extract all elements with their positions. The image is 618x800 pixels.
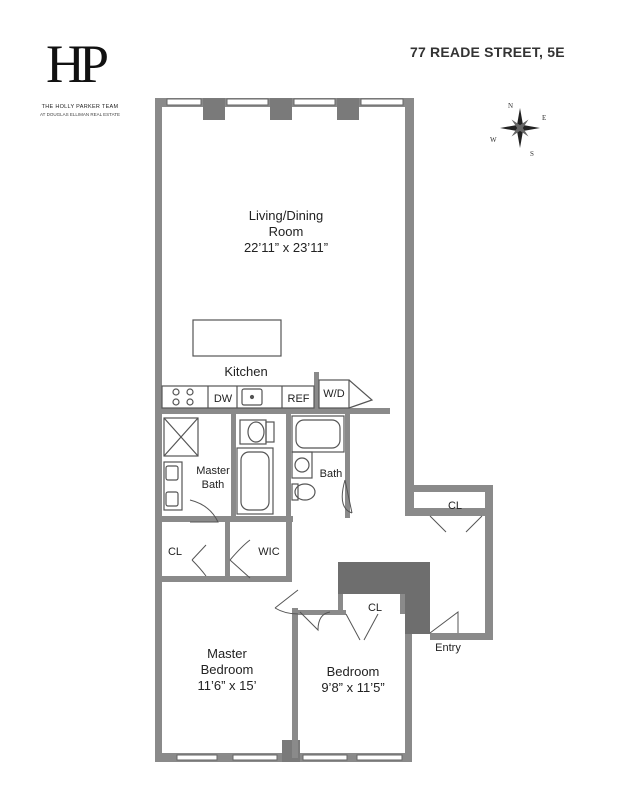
brand-team-name: THE HOLLY PARKER TEAM	[41, 104, 119, 110]
windows-top	[166, 98, 404, 106]
door-swings	[189, 479, 483, 641]
kitchen-fixtures	[161, 319, 374, 409]
living-room-label: Living/Dining Room 22’11” x 23’11”	[243, 208, 329, 255]
windows-bottom	[176, 754, 403, 761]
kitchen-label: Kitchen	[224, 364, 268, 379]
master-bedroom-label: Master Bedroom 11’6” x 15’	[197, 646, 257, 693]
bath-fixtures	[291, 415, 345, 501]
listing-address: 77 READE STREET, 5E	[410, 44, 565, 60]
compass-e: E	[542, 114, 546, 122]
washer-dryer-label: W/D	[323, 388, 345, 400]
entry-label: Entry	[435, 642, 461, 654]
bedroom-label: Bedroom 9’8” x 11’5”	[321, 664, 385, 695]
bedroom-closet-label: CL	[367, 602, 383, 614]
master-closet-label: CL	[167, 546, 183, 558]
master-bath-label: Master Bath	[196, 465, 230, 491]
compass-rose: N E S W	[490, 102, 546, 158]
compass-s: S	[530, 150, 534, 158]
kitchen-island	[192, 319, 282, 357]
exterior-walls	[155, 98, 493, 762]
brand-firm-name: AT DOUGLAS ELLIMAN REAL ESTATE	[39, 112, 121, 117]
brand-logo: HP	[46, 34, 109, 94]
bath-label: Bath	[319, 468, 343, 480]
hall-closet-label: CL	[447, 500, 463, 512]
refrigerator-label: REF	[287, 393, 310, 405]
walk-in-closet-label: WIC	[258, 546, 280, 558]
dishwasher-label: DW	[213, 393, 233, 405]
compass-w: W	[490, 136, 497, 144]
master-bath-fixtures	[163, 417, 275, 515]
compass-n: N	[508, 102, 513, 110]
interior-walls	[160, 372, 405, 758]
